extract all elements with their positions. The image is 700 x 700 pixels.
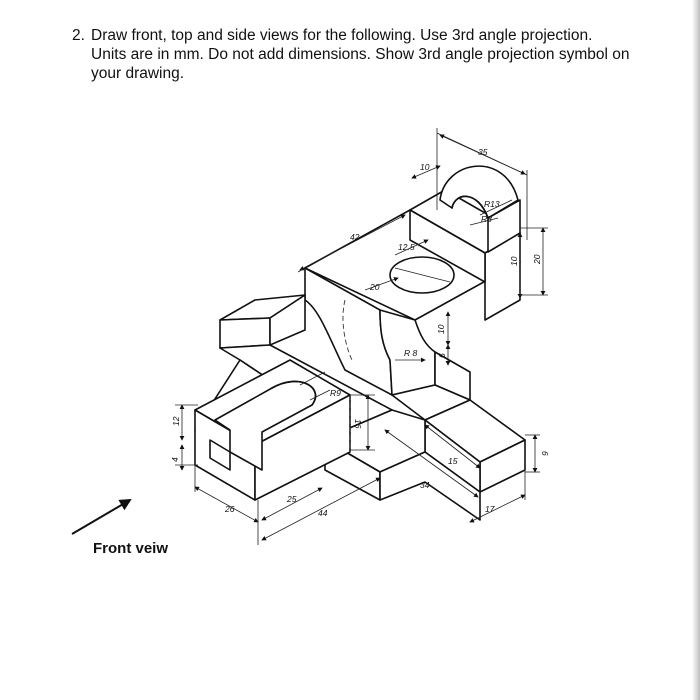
- question-text: 2. Draw front, top and side views for th…: [72, 26, 632, 83]
- question-number: 2.: [72, 27, 85, 44]
- dim-r8-lower: R 8: [404, 348, 418, 358]
- front-view-label: Front veiw: [93, 540, 169, 557]
- front-view-arrow: [71, 498, 132, 535]
- dim-35: 35: [478, 147, 488, 157]
- dim-r8-upper: R8: [481, 214, 492, 224]
- dim-10-web: 10: [436, 324, 446, 334]
- dim-15: 15: [448, 456, 458, 466]
- question-body: Draw front, top and side views for the f…: [91, 27, 630, 82]
- dimension-labels: 35 10 R13 R8 42 12.5 20 10 20 10 6 R 8 R…: [170, 147, 550, 518]
- dim-42: 42: [350, 232, 360, 242]
- dim-20-right: 20: [532, 254, 542, 265]
- dim-44: 44: [318, 508, 328, 518]
- dim-4: 4: [170, 457, 180, 462]
- dim-16: 16: [353, 419, 363, 429]
- dim-10-top: 10: [420, 162, 430, 172]
- u-slot-block: [194, 359, 351, 501]
- dim-12-5: 12.5: [398, 242, 415, 252]
- dim-6: 6: [437, 353, 447, 358]
- dim-17: 17: [485, 504, 495, 514]
- dim-20-hole: 20: [369, 282, 380, 292]
- dim-r13: R13: [484, 199, 500, 209]
- dim-r9: R9: [330, 388, 341, 398]
- dim-34: 34: [420, 480, 430, 490]
- dim-25: 25: [286, 494, 297, 504]
- dim-12: 12: [171, 416, 181, 426]
- dimension-lines: [175, 128, 548, 545]
- dim-10-right: 10: [509, 256, 519, 266]
- page-edge-shadow: [692, 0, 700, 700]
- dim-9: 9: [540, 451, 550, 456]
- dim-26: 26: [224, 504, 235, 514]
